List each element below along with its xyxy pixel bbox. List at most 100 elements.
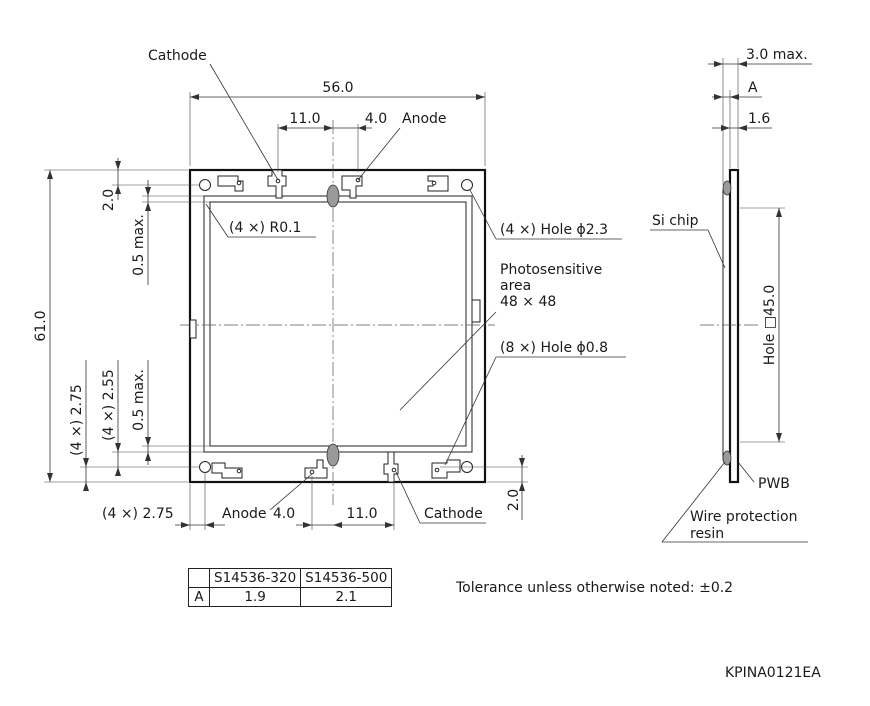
label-cathode-top: Cathode xyxy=(148,48,207,64)
leader-hole08 xyxy=(444,356,497,466)
pad-hole xyxy=(434,467,440,473)
left-tab xyxy=(189,319,197,339)
dim-30max: 3.0 max. xyxy=(746,47,808,63)
arrow xyxy=(738,125,747,131)
arrow xyxy=(83,482,89,491)
side-resin-bottom xyxy=(722,450,732,466)
leader-anode-bottom xyxy=(269,473,313,511)
dim-16: 1.6 xyxy=(748,111,770,127)
leader-r01 xyxy=(205,203,229,238)
arrow xyxy=(145,437,151,446)
leader-hole23 xyxy=(469,189,497,240)
arrow xyxy=(519,458,525,467)
table-cell xyxy=(188,568,210,588)
arrow xyxy=(714,94,723,100)
arrow xyxy=(115,467,121,476)
label-pwb: PWB xyxy=(758,476,790,492)
arrow xyxy=(47,473,53,482)
dim-11-bot: 11.0 xyxy=(346,506,377,522)
side-pwb xyxy=(728,168,740,484)
label-anode-bottom: Anode xyxy=(222,506,267,522)
pad-hole xyxy=(309,469,315,475)
arrow xyxy=(115,443,121,452)
side-resin-top xyxy=(722,180,732,196)
leader-si-chip xyxy=(707,229,726,269)
pad-bottom-left xyxy=(211,462,243,479)
label-photo-1: Photosensitive xyxy=(500,262,602,278)
table-cell: S14536-320 xyxy=(208,568,302,588)
arrow xyxy=(385,522,394,528)
hole-bottom-left xyxy=(199,461,211,473)
arrow xyxy=(324,125,333,131)
dim-4-bot: 4.0 xyxy=(273,506,295,522)
dim-275-horiz: (4 ×) 2.75 xyxy=(102,506,174,522)
table-cell: 1.9 xyxy=(208,587,302,607)
arrow xyxy=(721,125,730,131)
arrow xyxy=(145,202,151,211)
pad-top-left xyxy=(217,175,244,192)
side-view: 3.0 max. A 1.6 Si chip Hole □45.0 PWB Wi… xyxy=(650,47,812,543)
arrow xyxy=(190,94,199,100)
arrow xyxy=(145,187,151,196)
dim-4-top: 4.0 xyxy=(365,111,387,127)
resin-bottom xyxy=(326,443,340,467)
leader-cathode-bottom xyxy=(395,471,421,524)
resin-top xyxy=(326,184,340,208)
dim-A: A xyxy=(748,80,758,96)
dim-width: 56.0 xyxy=(322,80,353,96)
arrow xyxy=(476,94,485,100)
arrow xyxy=(205,522,214,528)
label-hole08: (8 ×) Hole ϕ0.8 xyxy=(500,340,608,356)
leader-photo xyxy=(399,311,497,411)
arrow xyxy=(83,458,89,467)
arrow xyxy=(358,125,366,131)
pad-hole xyxy=(391,467,397,473)
arrow xyxy=(738,61,747,67)
dim-hole45: Hole □45.0 xyxy=(762,285,778,365)
arrow xyxy=(776,208,782,217)
table-cell: A xyxy=(188,587,210,607)
table-cell: S14536-500 xyxy=(300,568,393,588)
arrow xyxy=(278,125,287,131)
dim-2-bot: 2.0 xyxy=(506,489,522,511)
dim-11-top: 11.0 xyxy=(289,111,320,127)
dim-05-bot: 0.5 max. xyxy=(131,369,147,431)
right-tab xyxy=(471,299,481,323)
label-anode-top: Anode xyxy=(402,111,447,127)
tolerance-note: Tolerance unless otherwise noted: ±0.2 xyxy=(456,580,734,596)
arrow xyxy=(333,522,342,528)
label-resin-2: resin xyxy=(690,526,724,542)
leader-anode-top xyxy=(357,127,401,181)
label-cathode-bottom: Cathode xyxy=(424,506,483,522)
table-header-row: S14536-320 S14536-500 xyxy=(188,568,393,588)
label-hole23: (4 ×) Hole ϕ2.3 xyxy=(500,222,608,238)
pad-hole xyxy=(275,178,281,184)
arrow xyxy=(145,452,151,461)
arrow xyxy=(519,482,525,491)
leader-resin xyxy=(661,461,726,543)
dim-height: 61.0 xyxy=(33,310,49,341)
label-r01: (4 ×) R0.1 xyxy=(229,220,301,236)
arrow xyxy=(730,94,739,100)
cathode-pad-top xyxy=(267,169,287,199)
drawing-code: KPINA0121EA xyxy=(725,665,821,681)
pad-hole xyxy=(431,180,437,186)
arrow xyxy=(47,170,53,179)
label-resin-1: Wire protection xyxy=(690,509,797,525)
hole-top-right xyxy=(461,179,473,191)
pad-top-right xyxy=(427,175,449,192)
arrow xyxy=(181,522,190,528)
pad-hole xyxy=(236,468,242,474)
dim-255: (4 ×) 2.55 xyxy=(101,369,117,441)
label-photo-3: 48 × 48 xyxy=(500,294,556,310)
label-photo-2: area xyxy=(500,278,531,294)
dim-275-vert: (4 ×) 2.75 xyxy=(69,384,85,456)
hole-top-left xyxy=(199,179,211,191)
table-row: A 1.9 2.1 xyxy=(188,587,393,607)
arrow xyxy=(115,161,121,170)
label-si-chip: Si chip xyxy=(652,213,699,229)
dim-05-top: 0.5 max. xyxy=(131,214,147,276)
arrow xyxy=(303,522,312,528)
leader-pwb xyxy=(737,461,755,483)
